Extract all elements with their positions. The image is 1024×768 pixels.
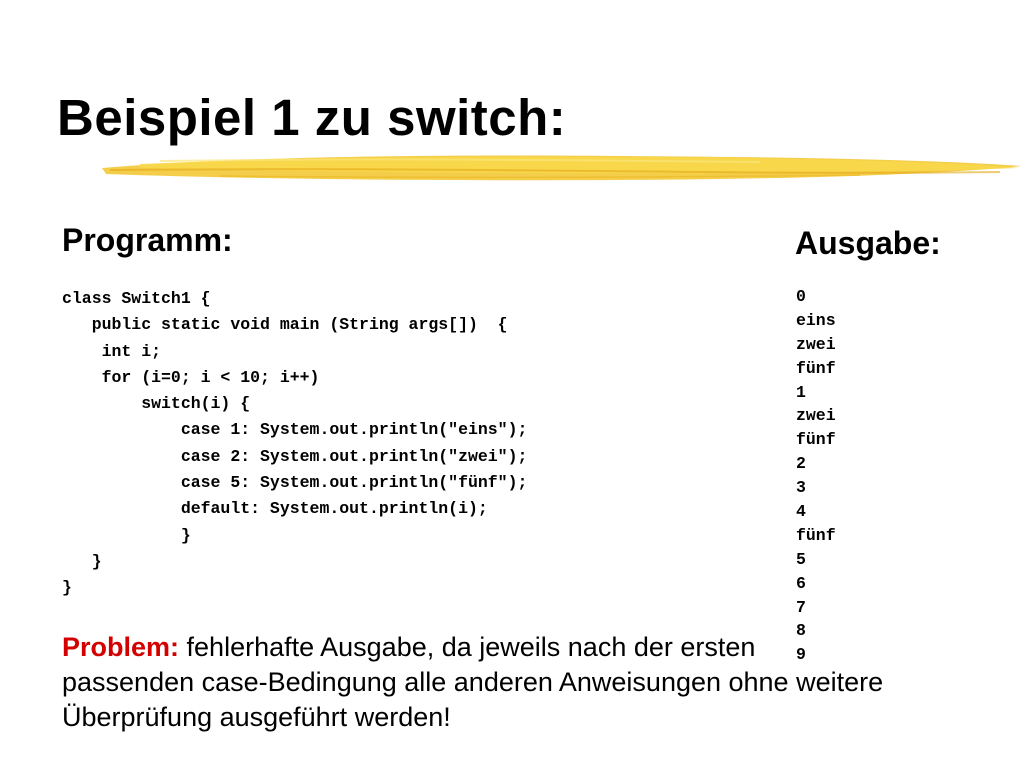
output-line: 1: [796, 382, 806, 402]
code-line: }: [62, 578, 72, 598]
output-line: 2: [796, 454, 806, 474]
output-line: 0: [796, 287, 806, 306]
code-line: default: System.out.println(i);: [62, 499, 488, 519]
code-line: int i;: [62, 341, 162, 361]
code-line: for (i=0; i < 10; i++): [62, 367, 320, 387]
output-line: eins: [796, 310, 836, 330]
output-line: fünf: [796, 358, 836, 378]
output-line: 4: [796, 502, 806, 522]
code-line: }: [62, 525, 191, 545]
problem-text: fehlerhafte Ausgabe, da jeweils nach der…: [62, 632, 884, 732]
slide-title: Beispiel 1 zu switch:: [57, 89, 567, 146]
output-line: 9: [796, 645, 806, 665]
code-line: public static void main (String args[]) …: [62, 315, 508, 335]
output-heading: Ausgabe:: [795, 225, 941, 261]
code-line: switch(i) {: [62, 394, 251, 414]
problem-label: Problem:: [62, 632, 180, 662]
output-line: zwei: [796, 334, 836, 354]
code-line: case 1: System.out.println("eins");: [62, 420, 528, 440]
code-line: }: [62, 551, 102, 571]
output-line: 7: [796, 597, 806, 617]
code-line: case 2: System.out.println("zwei");: [62, 446, 528, 466]
output-line: 5: [796, 549, 806, 569]
output-line: fünf: [796, 525, 836, 545]
output-line: 6: [796, 573, 806, 593]
program-heading: Programm:: [62, 222, 233, 258]
code-line: class Switch1 {: [62, 289, 211, 308]
highlighter-brush-stroke: [102, 155, 1022, 181]
output-line: zwei: [796, 406, 836, 426]
output-line: fünf: [796, 430, 836, 450]
code-line: case 5: System.out.println("fünf");: [62, 473, 528, 493]
output-line: 3: [796, 478, 806, 498]
output-listing: 0 eins zwei fünf 1 zwei fünf 2 3 4 fünf 5 6 7 8 9: [796, 285, 836, 667]
problem-statement: Problem: fehlerhafte Ausgabe, da jeweils…: [62, 630, 892, 735]
output-line: 8: [796, 621, 806, 641]
code-listing: class Switch1 { public static void main …: [62, 286, 527, 602]
